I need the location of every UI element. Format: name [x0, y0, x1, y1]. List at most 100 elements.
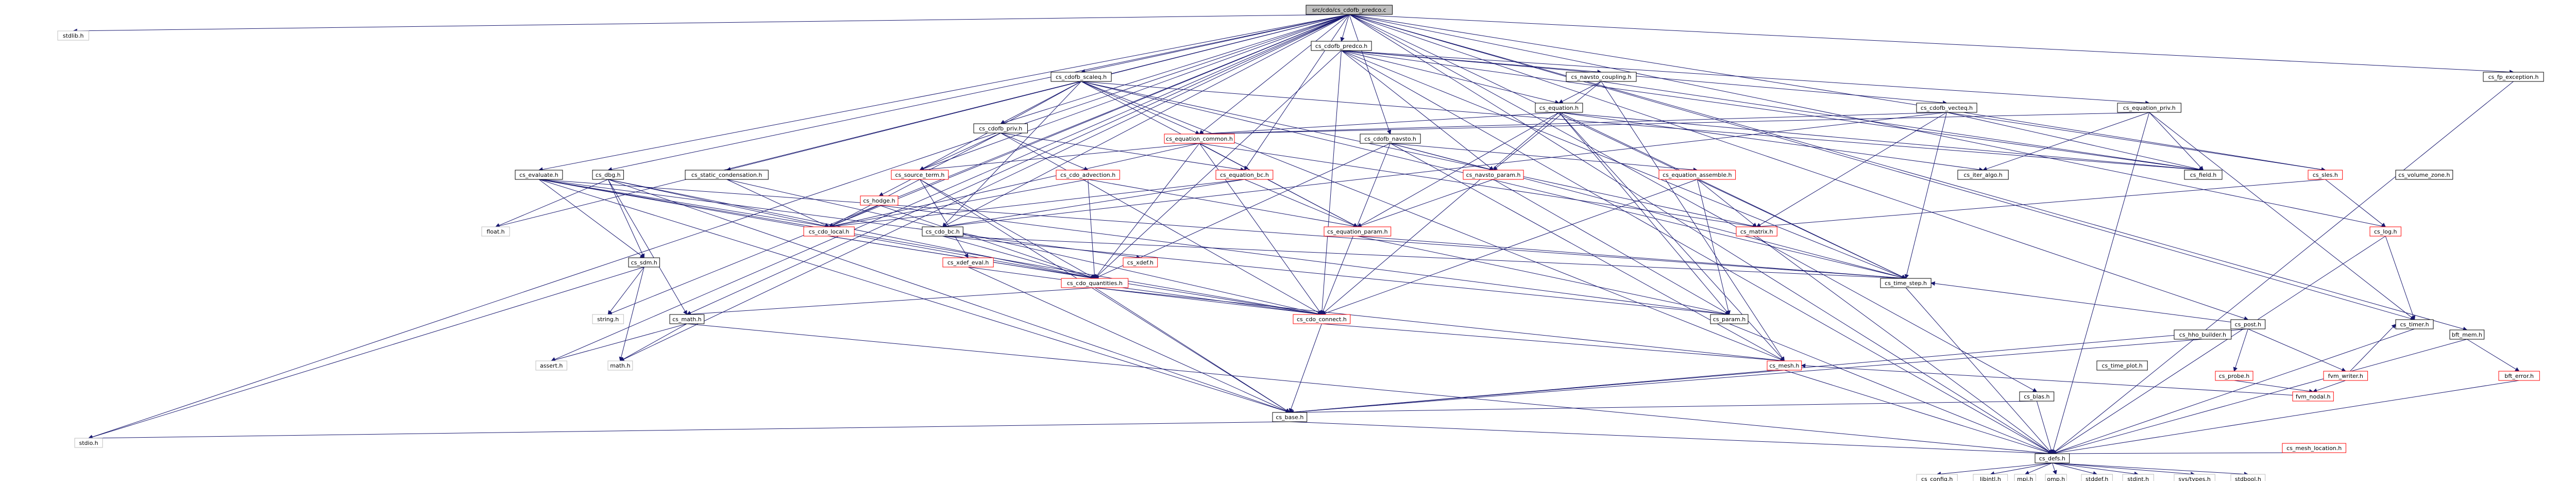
node-cs-base[interactable]: cs_base.h — [1272, 412, 1308, 422]
node-cs-defs[interactable]: cs_defs.h — [2035, 453, 2070, 463]
node-cs-equation-bc[interactable]: cs_equation_bc.h — [1215, 170, 1274, 180]
edge-line — [608, 179, 1286, 412]
node-cs-cdofb-predco-h[interactable]: cs_cdofb_predco.h — [1311, 41, 1372, 51]
node-label: stdbool.h — [2235, 476, 2261, 481]
node-cs-log[interactable]: cs_log.h — [2369, 226, 2401, 237]
node-box — [2395, 170, 2453, 180]
node-cs-timer[interactable]: cs_timer.h — [2395, 319, 2434, 329]
edge-line — [611, 14, 1349, 313]
node-cs-cdo-bc[interactable]: cs_cdo_bc.h — [922, 226, 963, 237]
edge-cs-cdofb-vecteq-to-cs-field — [1946, 112, 2204, 172]
edge-line — [2052, 462, 2135, 474]
node-label: bft_error.h — [2504, 373, 2534, 379]
node-cs-equation-priv[interactable]: cs_equation_priv.h — [2117, 103, 2181, 113]
node-cs-hho-builder[interactable]: cs_hho_builder.h — [2174, 329, 2232, 340]
node-fvm-nodal[interactable]: fvm_nodal.h — [2292, 391, 2334, 402]
edge-line — [499, 179, 608, 226]
node-cs-sdm[interactable]: cs_sdm.h — [628, 257, 660, 268]
node-cs-equation-h[interactable]: cs_equation.h — [1535, 103, 1583, 113]
node-cs-equation-param[interactable]: cs_equation_param.h — [1324, 226, 1392, 237]
edge-line — [923, 143, 1200, 170]
node-cs-equation-common[interactable]: cs_equation_common.h — [1164, 134, 1235, 144]
node-cs-fp-exception[interactable]: cs_fp_exception.h — [2483, 72, 2544, 82]
node-cs-cdofb-scaleq[interactable]: cs_cdofb_scaleq.h — [1050, 72, 1112, 82]
node-box — [2174, 474, 2215, 481]
node-bft-error[interactable]: bft_error.h — [2498, 371, 2540, 381]
node-cs-param[interactable]: cs_param.h — [1710, 314, 1749, 324]
edge-line — [1094, 287, 1287, 411]
node-cs-sles[interactable]: cs_sles.h — [2308, 170, 2343, 180]
edge-line — [1244, 179, 1354, 226]
node-box — [2230, 474, 2266, 481]
node-label: string.h — [597, 316, 619, 323]
node-cs-math[interactable]: cs_math.h — [669, 314, 705, 324]
node-cs-mesh[interactable]: cs_mesh.h — [1767, 360, 1802, 371]
node-cs-iter-algo[interactable]: cs_iter_algo.h — [1957, 170, 2009, 180]
node-label: cs_volume_zone.h — [2398, 172, 2450, 178]
edge-cs-defs-to-cs-config — [1936, 462, 2053, 476]
node-cs-navsto-param[interactable]: cs_navsto_param.h — [1463, 170, 1524, 180]
edge-line — [2235, 328, 2248, 368]
node-label: cs_iter_algo.h — [1963, 172, 2002, 178]
edge-line — [2149, 112, 2201, 168]
node-cs-volume-zone[interactable]: cs_volume_zone.h — [2395, 170, 2453, 180]
edge-arrowhead — [2381, 222, 2386, 227]
node-cs-matrix[interactable]: cs_matrix.h — [1736, 226, 1777, 237]
node-cs-timestep[interactable]: cs_time_plot.h — [2096, 360, 2148, 371]
node-bft-mem[interactable]: bft_mem.h — [2449, 329, 2485, 340]
node-string: string.h — [592, 314, 624, 324]
edge-root-to-stdlib — [73, 14, 1349, 34]
node-cs-cdofb-vecteq[interactable]: cs_cdofb_vecteq.h — [1916, 103, 1977, 113]
node-cs-cdo-connect[interactable]: cs_cdo_connect.h — [1293, 314, 1351, 324]
edge-line — [92, 267, 645, 438]
edge-line — [607, 179, 643, 255]
edge-line — [1341, 50, 2200, 170]
node-cs-hodge[interactable]: cs_hodge.h — [860, 195, 899, 206]
node-cs-source-term[interactable]: cs_source_term.h — [891, 170, 949, 180]
node-label: src/cdo/cs_cdofb_predco.c — [1312, 7, 1386, 13]
edge-line — [2248, 328, 2343, 370]
node-cs-probe[interactable]: cs_probe.h — [2215, 371, 2253, 381]
node-root[interactable]: src/cdo/cs_cdofb_predco.c — [1306, 5, 1393, 15]
node-cs-dbg[interactable]: cs_dbg.h — [592, 170, 624, 180]
node-cs-xdef[interactable]: cs_xdef.h — [1123, 257, 1158, 268]
node-cs-cdo-advection[interactable]: cs_cdo_advection.h — [1056, 170, 1120, 180]
node-label: cs_navsto_param.h — [1466, 172, 1521, 178]
node-fvm-writer[interactable]: fvm_writer.h — [2323, 371, 2368, 381]
edge-cs-cdofb-vecteq-to-cs-sles — [1946, 112, 2326, 172]
node-label: sys/types.h — [2178, 476, 2210, 481]
node-cs-cdo-local[interactable]: cs_cdo_local.h — [803, 226, 855, 237]
node-cs-time-step[interactable]: cs_time_step.h — [1880, 278, 1931, 288]
node-label: cs_equation_priv.h — [2123, 105, 2176, 111]
node-label: cs_cdo_bc.h — [926, 228, 960, 235]
edge-root-to-cs-equation-common — [1199, 14, 1350, 135]
node-cs-cdo-quantities[interactable]: cs_cdo_quantities.h — [1061, 278, 1129, 288]
node-cs-xdef-eval[interactable]: cs_xdef_eval.h — [942, 257, 994, 268]
node-box — [2081, 474, 2113, 481]
edge-line — [1291, 323, 1322, 409]
edge-line — [1390, 143, 1694, 170]
node-cs-static-cond[interactable]: cs_static_condensation.h — [685, 170, 769, 180]
edge-arrowhead — [964, 253, 969, 258]
node-cs-blas[interactable]: cs_blas.h — [2019, 391, 2055, 402]
edge-root-to-cs-static-cond — [726, 14, 1349, 172]
node-label: cs_base.h — [1276, 414, 1303, 421]
node-cs-equation-assemble[interactable]: cs_equation_assemble.h — [1658, 170, 1736, 180]
node-cs-navsto-coupling[interactable]: cs_navsto_coupling.h — [1566, 72, 1637, 82]
node-cs-evaluate[interactable]: cs_evaluate.h — [515, 170, 563, 180]
edge-root-to-cs-source-term — [919, 14, 1349, 171]
node-cs-cdofb-priv[interactable]: cs_cdofb_priv.h — [973, 123, 1028, 134]
edge-root-to-stdio — [88, 14, 1349, 439]
node-cs-cdofb-navsto[interactable]: cs_cdofb_navsto.h — [1360, 134, 1421, 144]
node-box — [973, 123, 1028, 134]
edge-line — [1349, 14, 2034, 391]
edge-root-to-cs-time-step — [1349, 14, 1907, 279]
node-cs-mesh-location[interactable]: cs_mesh_location.h — [2282, 443, 2346, 453]
edge-root-to-cs-cdofb-predco-h — [1340, 14, 1350, 42]
edge-cs-defs-to-omp — [2052, 462, 2057, 475]
edge-cs-equation-common-to-cs-source-term — [919, 143, 1200, 172]
edge-fvm-writer-to-fvm-nodal — [2312, 380, 2346, 393]
node-cs-post[interactable]: cs_post.h — [2230, 319, 2266, 329]
edge-cs-matrix-to-cs-defs — [1756, 236, 2053, 454]
node-cs-field[interactable]: cs_field.h — [2184, 170, 2223, 180]
